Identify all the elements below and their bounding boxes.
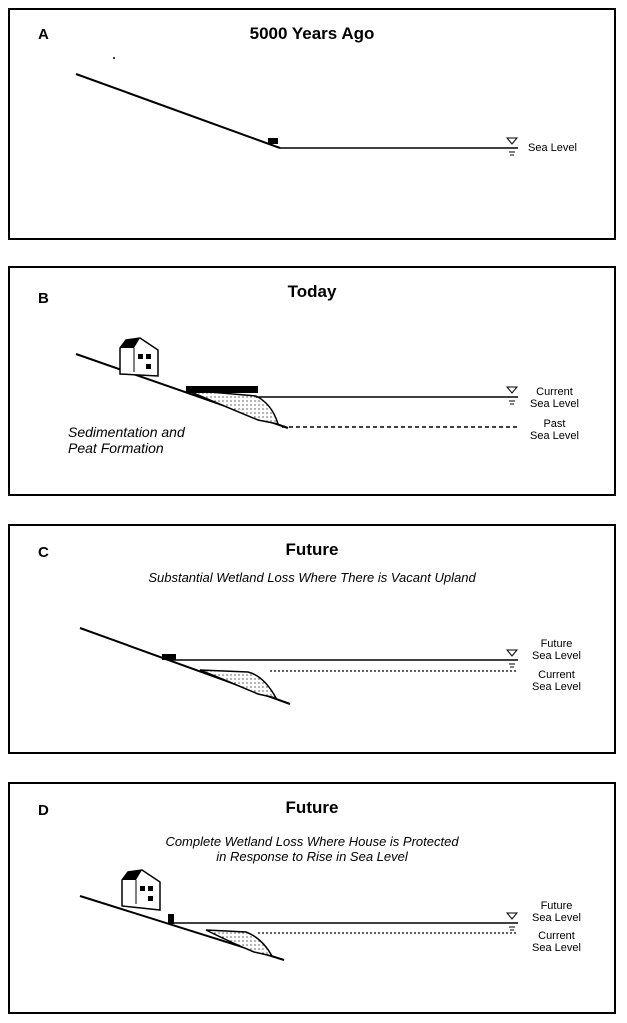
panel-title: Future [285,798,339,817]
water-level-marker-icon [505,137,519,156]
panel-title: Future [285,540,339,559]
label-line: Sea Level [530,398,579,410]
subtitle-line: Complete Wetland Loss Where House is Pro… [165,834,459,849]
future-sea-level-label: Future Sea Level [532,900,581,924]
house-icon [119,337,159,377]
panel-letter: B [38,290,49,307]
panel-d-diagram [79,869,519,961]
label-line: Sea Level [532,681,581,693]
panel-b: B Today Current Sea Level Past Sea Level… [8,266,616,496]
label-line: Sea Level [532,912,581,924]
water-level-marker-icon [505,386,519,405]
label-line: Sea Level [530,430,579,442]
note-line: Sedimentation and [68,424,185,440]
current-sea-level-label: Current Sea Level [530,386,579,410]
label-line: Sea Level [532,942,581,954]
label-line: Sea Level [532,650,581,662]
past-sea-level-label: Past Sea Level [530,418,579,442]
panel-subtitle: Complete Wetland Loss Where House is Pro… [10,834,614,864]
speck [113,57,115,59]
current-sea-level-label: Current Sea Level [532,669,581,693]
panel-d: D Future Complete Wetland Loss Where Hou… [8,782,616,1014]
panel-letter: C [38,544,49,561]
current-sea-level-label: Current Sea Level [532,930,581,954]
panel-c-diagram [79,627,519,705]
panel-b-diagram [75,337,519,429]
label-line: Past [543,418,566,430]
panel-a-diagram [75,57,519,156]
label-line: Current [538,930,575,942]
label-line: Future [540,638,573,650]
panel-c: C Future Substantial Wetland Loss Where … [8,524,616,754]
bulkhead-wall [168,914,174,924]
water-level-marker-icon [505,649,519,668]
land-slope [75,73,281,149]
marsh-vegetation [162,654,176,660]
note-line: Peat Formation [68,440,164,456]
marsh-vegetation [186,386,258,393]
sea-level-label: Sea Level [528,142,577,154]
label-line: Current [538,669,575,681]
sediment-peat-wedge [185,389,280,425]
remaining-wetland-wedge [199,669,278,700]
panel-a: A 5000 Years Ago Sea Level [8,8,616,240]
panel-title: 5000 Years Ago [249,24,375,43]
process-note: Sedimentation and Peat Formation [68,424,185,456]
marsh-vegetation [268,138,278,144]
water-level-marker-icon [505,912,519,931]
remaining-wetland-wedge [205,929,274,958]
label-line: Future [540,900,573,912]
panel-title: Today [287,282,337,301]
label-line: Current [536,386,573,398]
panel-subtitle: Substantial Wetland Loss Where There is … [148,570,476,585]
panel-letter: A [38,26,49,43]
future-sea-level-label: Future Sea Level [532,638,581,662]
panel-letter: D [38,802,49,819]
subtitle-line: in Response to Rise in Sea Level [216,849,408,864]
house-icon [121,869,161,911]
